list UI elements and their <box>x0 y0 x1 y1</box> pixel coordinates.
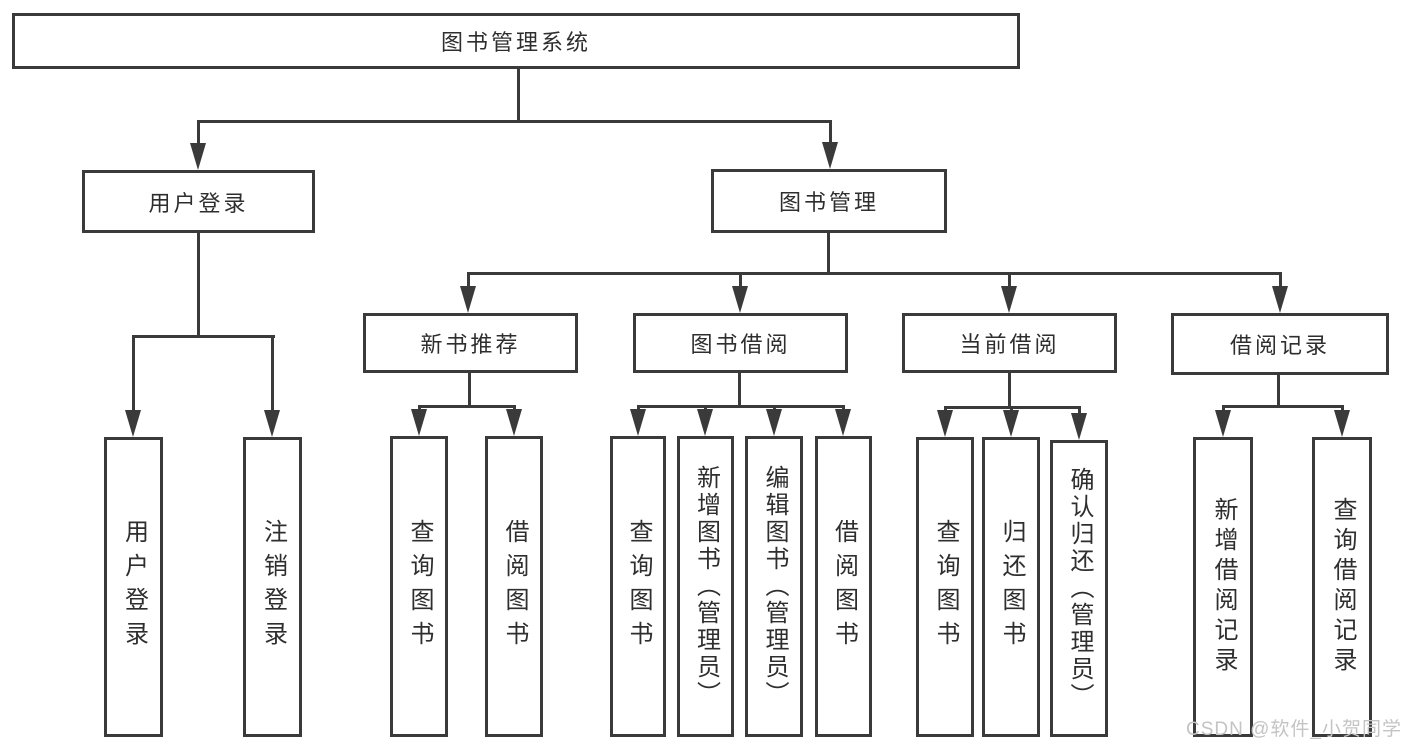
leaf-node-edit-books-admin: 编辑图书（管理员） <box>745 436 803 737</box>
connector-hline <box>637 405 845 408</box>
level3-node-label: 借阅记录 <box>1229 333 1330 358</box>
leaf-node-label: 查询图书 <box>625 518 652 655</box>
arrowhead-down-icon <box>937 410 953 437</box>
arrowhead-down-icon <box>1272 286 1288 313</box>
leaf-node-label: 借阅图书 <box>501 518 528 655</box>
connector-vline <box>827 233 830 272</box>
leaf-node-label: 借阅图书 <box>830 518 858 655</box>
leaf-node-label: 新增图书（管理员） <box>692 465 720 708</box>
leaf-node-label: 确认归还（管理员） <box>1066 467 1093 710</box>
arrowhead-down-icon <box>1003 410 1019 437</box>
arrowhead-down-icon <box>1001 286 1017 313</box>
level3-node-current-borrowing: 当前借阅 <box>902 313 1117 373</box>
connector-vline <box>944 406 947 412</box>
leaf-node-add-books-admin: 新增图书（管理员） <box>677 436 734 737</box>
level2-node-label: 用户登录 <box>148 190 249 216</box>
arrowhead-down-icon <box>630 409 646 436</box>
level3-node-book-borrowing: 图书借阅 <box>633 313 848 373</box>
connector-vline <box>197 120 200 150</box>
connector-vline <box>829 120 832 150</box>
connector-vline <box>467 272 470 288</box>
connector-vline <box>1341 405 1344 413</box>
leaf-node-label: 注销登录 <box>259 519 287 655</box>
root-node-library-management-system: 图书管理系统 <box>12 13 1020 69</box>
leaf-node-query-books-1: 查询图书 <box>390 436 448 737</box>
connector-vline <box>1010 406 1013 412</box>
connector-hline <box>132 335 275 338</box>
leaf-node-borrow-books-2: 借阅图书 <box>815 436 872 737</box>
connector-hline <box>1222 405 1344 408</box>
leaf-node-query-books-2: 查询图书 <box>610 436 666 737</box>
connector-hline <box>467 272 1281 275</box>
connector-vline <box>517 69 520 120</box>
arrowhead-down-icon <box>125 410 141 437</box>
arrowhead-down-icon <box>264 410 280 437</box>
connector-vline <box>738 373 741 405</box>
connector-vline <box>197 233 200 335</box>
arrowhead-down-icon <box>460 286 476 313</box>
leaf-node-borrow-books-1: 借阅图书 <box>485 436 543 737</box>
level3-node-label: 当前借阅 <box>959 332 1060 357</box>
level3-node-label: 新书推荐 <box>420 332 521 357</box>
leaf-node-label: 查询图书 <box>406 518 433 655</box>
leaf-node-label: 新增借阅记录 <box>1210 497 1237 677</box>
leaf-node-label: 用户登录 <box>120 519 148 655</box>
level2-node-label: 图书管理 <box>778 190 879 215</box>
arrowhead-down-icon <box>835 409 851 436</box>
level2-node-user-login: 用户登录 <box>82 170 315 233</box>
leaf-node-label: 编辑图书（管理员） <box>761 465 788 708</box>
leaf-node-confirm-return-admin: 确认归还（管理员） <box>1050 440 1108 737</box>
connector-vline <box>468 373 471 405</box>
leaf-node-logout: 注销登录 <box>243 437 302 737</box>
arrowhead-down-icon <box>697 409 713 436</box>
connector-vline <box>739 272 742 288</box>
connector-vline <box>132 335 135 413</box>
connector-vline <box>1277 375 1280 405</box>
level3-node-label: 图书借阅 <box>690 332 791 357</box>
leaf-node-add-borrow-record: 新增借阅记录 <box>1193 437 1253 737</box>
level3-node-new-book-recommendation: 新书推荐 <box>363 313 578 373</box>
arrowhead-down-icon <box>822 142 838 169</box>
arrowhead-down-icon <box>411 409 427 436</box>
level3-node-borrowing-records: 借阅记录 <box>1171 313 1389 375</box>
connector-vline <box>1078 406 1081 414</box>
arrowhead-down-icon <box>1215 410 1231 437</box>
arrowhead-down-icon <box>506 409 522 436</box>
leaf-node-query-books-3: 查询图书 <box>916 437 974 737</box>
leaf-node-label: 归还图书 <box>998 519 1025 655</box>
connector-vline <box>1008 373 1011 406</box>
leaf-node-query-borrow-record: 查询借阅记录 <box>1312 437 1372 737</box>
leaf-node-label: 查询借阅记录 <box>1329 497 1356 677</box>
arrowhead-down-icon <box>1071 413 1087 440</box>
leaf-node-label: 查询图书 <box>932 519 959 655</box>
connector-vline <box>1222 405 1225 413</box>
leaf-node-return-books: 归还图书 <box>982 437 1040 737</box>
connector-vline <box>271 335 274 413</box>
root-node-label: 图书管理系统 <box>440 30 591 55</box>
connector-vline <box>1279 272 1282 288</box>
arrowhead-down-icon <box>1334 410 1350 437</box>
level2-node-book-management: 图书管理 <box>711 169 947 233</box>
arrowhead-down-icon <box>732 286 748 313</box>
connector-vline <box>1008 272 1011 288</box>
connector-hline <box>197 120 832 123</box>
arrowhead-down-icon <box>766 409 782 436</box>
arrowhead-down-icon <box>190 143 206 170</box>
connector-hline <box>418 405 516 408</box>
leaf-node-user-login: 用户登录 <box>104 437 163 737</box>
csdn-watermark: CSDN @软件_小贺同学 <box>1186 719 1402 740</box>
